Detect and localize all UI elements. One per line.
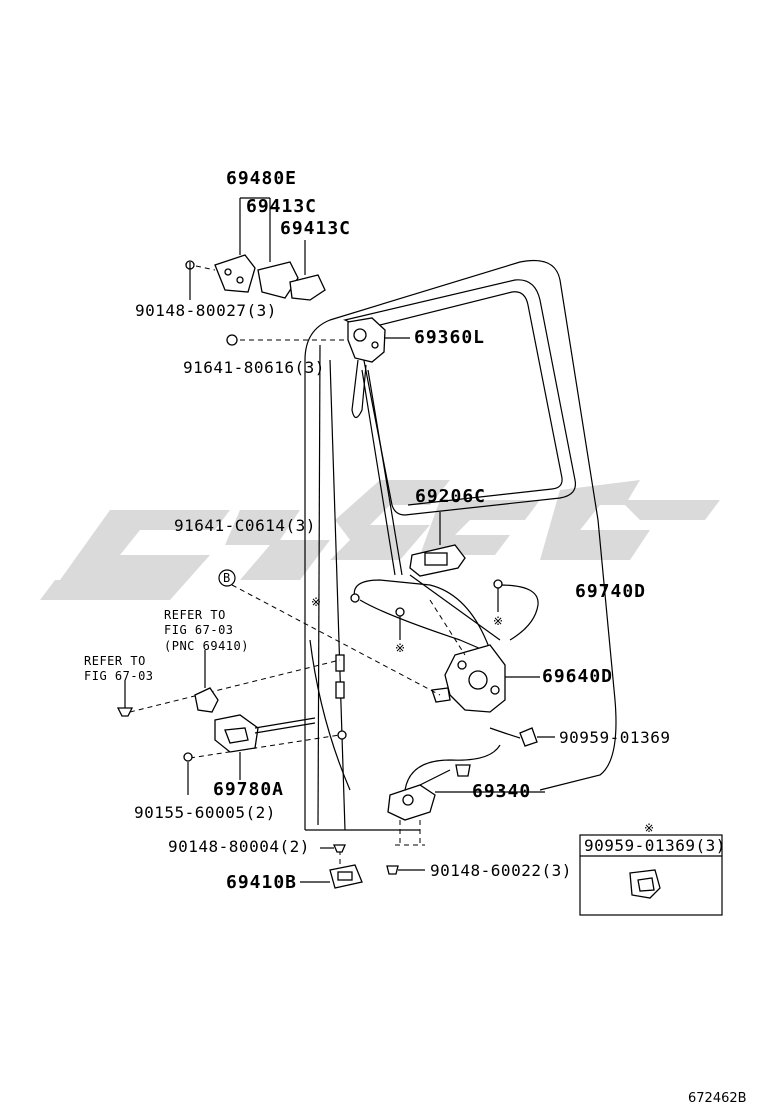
inset-title: 90959-01369(3) [584,836,726,855]
label-69410b: 69410B [226,872,297,893]
circle-b-marker [218,569,236,587]
label-90959-01369: 90959-01369 [559,728,670,747]
hinge-plates [185,197,326,301]
circle-b-letter: B [223,571,231,585]
lock-assembly-69640d [431,644,540,713]
note-mark-2: ※ [395,641,406,655]
cable-rods [350,369,539,656]
label-91641-c0614: 91641-C0614(3) [174,516,316,535]
note-fig-6703-a: FIG 67-03 [164,623,234,637]
label-90155-60005: 90155-60005(2) [134,803,276,822]
inset-box [579,834,723,916]
note-refer-to-b: REFER TO [84,654,146,668]
label-69413c-a: 69413C [246,196,317,217]
reference-bracket [116,650,219,717]
note-mark-1: ※ [311,595,322,609]
reference-notes: REFER TO FIG 67-03 (PNC 69410) REFER TO … [84,608,249,683]
lower-lock-69340 [387,744,545,821]
clip-90959 [489,727,555,747]
label-90148-80004: 90148-80004(2) [168,837,310,856]
label-69740d: 69740D [575,581,646,602]
part-labels: 69480E 69413C 69413C 90148-80027(3) 6936… [134,168,726,893]
note-mark-3: ※ [493,614,504,628]
label-90148-60022: 90148-60022(3) [430,861,572,880]
upper-lock-69360l [226,317,410,419]
inside-handle-69780a [183,714,316,795]
label-69340: 69340 [472,781,531,802]
label-90148-80027: 90148-80027(3) [135,301,277,320]
note-fig-6703-b: FIG 67-03 [84,669,154,683]
label-69206c: 69206C [415,486,486,507]
actuator-69206c [409,512,466,577]
note-pnc-69410: (PNC 69410) [164,639,249,653]
note-refer-to-a: REFER TO [164,608,226,622]
label-69780a: 69780A [213,779,284,800]
note-mark-inset: ※ [644,821,655,835]
label-91641-80616: 91641-80616(3) [183,358,325,377]
watermark-logo [40,480,720,600]
label-69480e: 69480E [226,168,297,189]
label-69360l: 69360L [414,327,485,348]
label-69413c-b: 69413C [280,218,351,239]
striker-69410b [300,844,425,889]
symbols: B ※ ※ ※ ※ [218,569,655,835]
dashed-leaders [129,584,466,870]
diagram-ref-code: 672462B [688,1091,747,1106]
label-69640d: 69640D [542,666,613,687]
